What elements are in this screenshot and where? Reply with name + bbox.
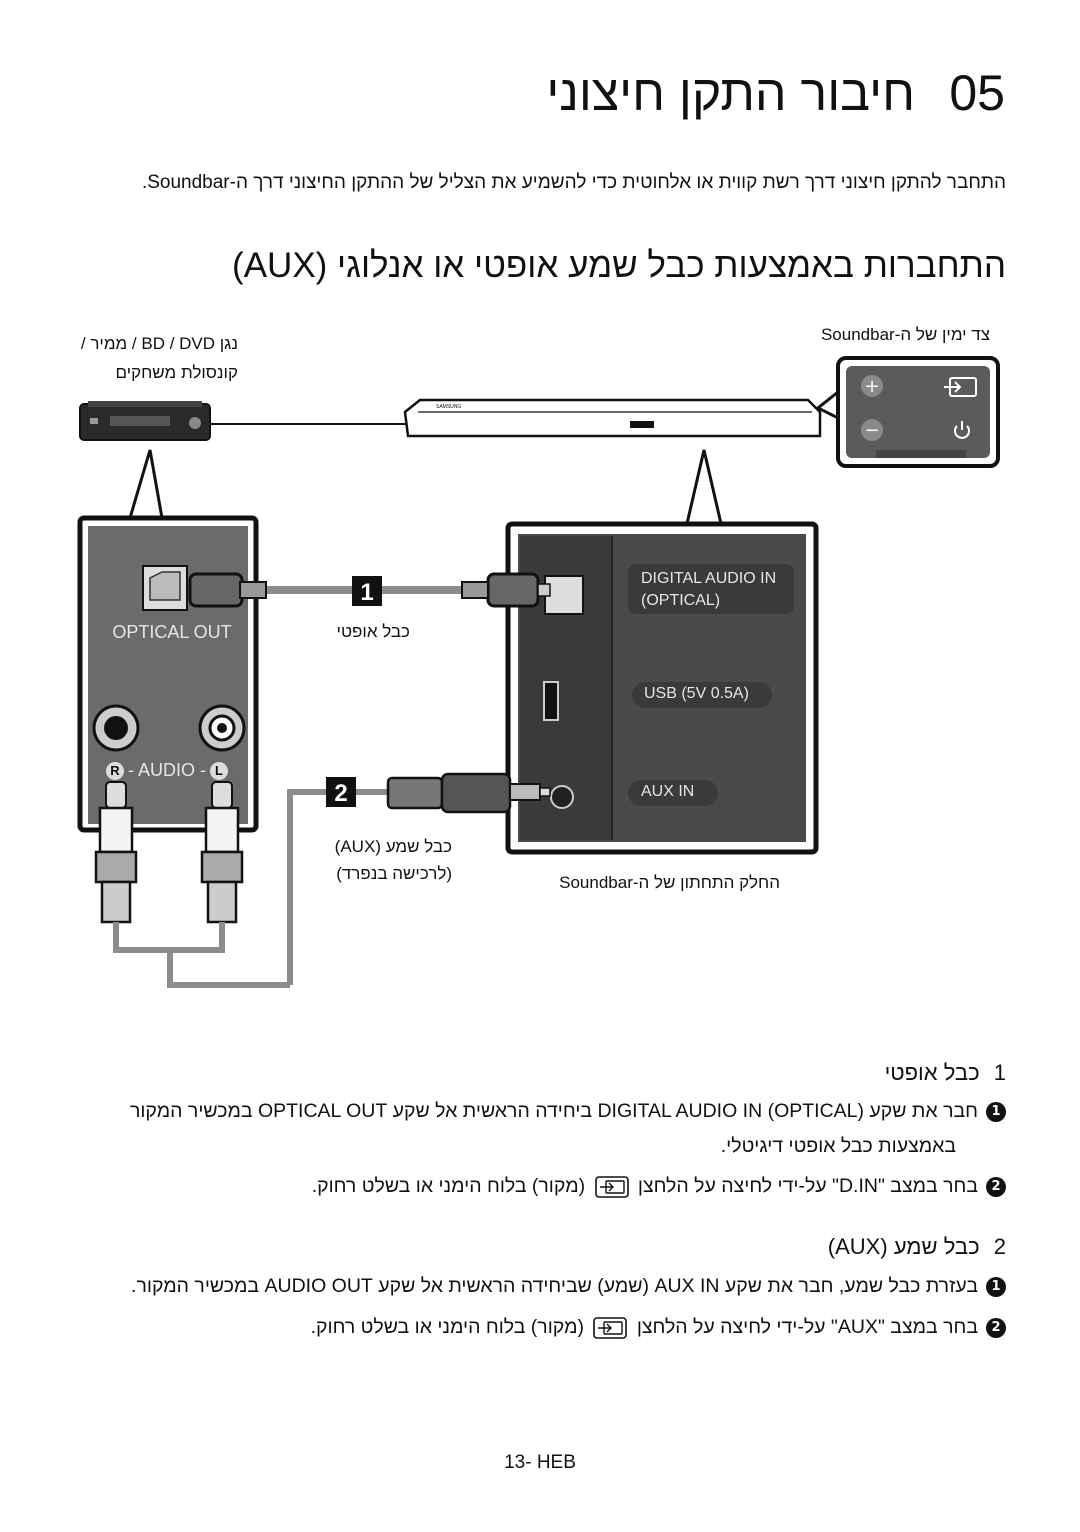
aux-in-port [550,785,574,809]
chapter-number: 05 [949,65,1005,121]
rca-plugs [94,781,290,988]
optical-heading: 1 כבל אופטי [885,1060,1006,1086]
svg-text:−: − [864,420,879,441]
optical-step-1-bullet: 1 [986,1101,1006,1122]
aux-heading-number: 2 [993,1234,1006,1259]
digital-audio-in-line1: DIGITAL AUDIO IN [641,570,777,587]
optical-step-1-line2: באמצעות כבל אופטי דיגיטלי. [720,1135,956,1157]
section-title: התחברות באמצעות כבל שמע אופטי או אנלוגי … [232,246,1006,285]
bottom-panel-label: החלק התחתון של ה-Soundbar [559,873,780,892]
intro-paragraph: התחבר להתקן חיצוני דרך רשת קווית או אלחו… [141,172,1006,193]
svg-text:+: + [864,376,879,397]
page-footer: 13- HEB [504,1452,576,1473]
digital-audio-in-line2: (OPTICAL) [641,592,721,609]
step-1-number: 1 [360,579,374,606]
aux-step-2-post: (מקור) בלוח הימני או בשלט רחוק. [310,1316,584,1338]
audio-word: - AUDIO - [128,760,207,780]
optical-step-2: 2 בחר במצב "D.IN" על-ידי לחיצה על הלחצן (… [312,1175,1006,1198]
aux-step-1: 1 בעזרת כבל שמע, חבר את שקע AUX IN (שמע) … [131,1275,1006,1298]
soundbar-bottom-panel [505,521,819,855]
optical-out-label: OPTICAL OUT [112,622,232,642]
aux-heading-text: כבל שמע (AUX) [827,1234,980,1259]
right-side-label: צד ימין של ה-Soundbar [820,325,990,344]
soundbar-icon: SAMSUNG [403,398,822,438]
audio-l-badge: L [210,761,229,780]
soundbar-side-panel: + − [815,356,1000,468]
device-label-line2: קונסולת משחקים [115,363,238,382]
optical-step-1-line1: חבר את שקע DIGITAL AUDIO IN (OPTICAL) בי… [129,1100,978,1122]
aux-cable-label-line1: כבל שמע (AUX) [334,837,452,856]
volume-down-icon [861,419,883,441]
usb-port [543,681,559,721]
aux-step-1-line1: בעזרת כבל שמע, חבר את שקע AUX IN (שמע) ש… [131,1275,978,1297]
source-icon [593,1317,628,1339]
brand-text: SAMSUNG [436,404,461,410]
aux-step-2-bullet: 2 [986,1317,1006,1338]
step-2-number: 2 [334,780,348,807]
usb-label: USB (5V 0.5A) [644,685,749,702]
chapter-title: חיבור התקן חיצוני [546,65,915,121]
aux-cable [287,772,551,985]
audio-r-badge: R [106,761,124,780]
optical-step-2-post: (מקור) בלוח הימני או בשלט רחוק. [311,1175,586,1197]
aux-in-label: AUX IN [641,783,695,800]
aux-heading: 2 כבל שמע (AUX) [828,1234,1006,1260]
aux-cable-label-line2: (לרכישה בנפרד) [336,864,452,883]
device-label-line1: נגן BD / DVD / ממיר / [80,334,238,353]
optical-cable-label: כבל אופטי [336,622,410,641]
optical-step-2-pre: בחר במצב "D.IN" על-ידי לחיצה על הלחצן [637,1175,978,1197]
optical-step-1: 1 חבר את שקע DIGITAL AUDIO IN (OPTICAL) ב… [130,1100,1006,1123]
audio-label: R - AUDIO - L [106,760,238,781]
step-1-box [352,576,382,606]
source-icon [944,377,977,397]
source-icon [594,1176,629,1198]
connection-diagram: SAMSUNG + − [77,356,1000,988]
aux-step-2-pre: בחר במצב "AUX" על-ידי לחיצה על הלחצן [636,1316,978,1338]
power-icon [954,421,970,439]
aux-step-1-bullet: 1 [986,1276,1006,1297]
step-2-box [326,777,356,807]
optical-heading-text: כבל אופטי [884,1060,980,1085]
optical-heading-number: 1 [993,1060,1006,1085]
bd-player-icon [79,401,211,441]
optical-step-2-bullet: 2 [986,1176,1006,1197]
volume-up-icon [861,375,883,397]
aux-step-2: 2 בחר במצב "AUX" על-ידי לחיצה על הלחצן (מ… [311,1316,1006,1339]
